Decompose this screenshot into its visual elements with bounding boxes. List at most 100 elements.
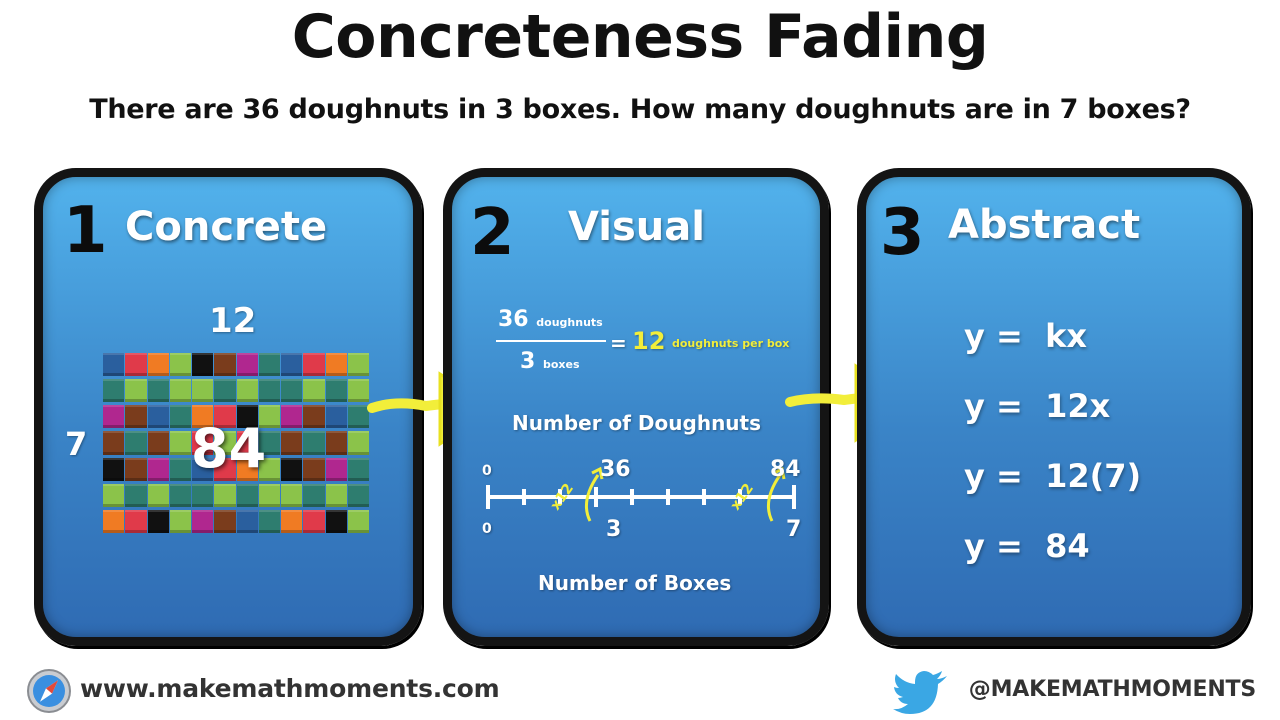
- cube-cell: [214, 483, 236, 507]
- cube-cell: [236, 457, 258, 481]
- cube-cell: [214, 509, 236, 533]
- panel-title: Concrete: [125, 204, 328, 250]
- top-value-36: 36: [600, 457, 631, 482]
- cube-cell: [103, 431, 125, 455]
- bird-icon: [893, 671, 947, 714]
- cube-cell: [258, 457, 280, 481]
- cube-cell: [347, 509, 369, 533]
- cube-cell: [325, 379, 347, 403]
- cube-cell: [325, 509, 347, 533]
- cube-cell: [103, 509, 125, 533]
- cube-cell: [147, 379, 169, 403]
- panel-number: 2: [470, 196, 515, 270]
- cube-cell: [125, 353, 147, 377]
- cube-cell: [214, 457, 236, 481]
- cube-cell: [258, 509, 280, 533]
- grid-total-label: 84: [191, 417, 267, 480]
- cube-cell: [192, 353, 214, 377]
- abstract-panel: 3 Abstract y = kx y = 12x y = 12(7) y = …: [857, 168, 1251, 646]
- cube-cell: [147, 457, 169, 481]
- cube-cell: [303, 457, 325, 481]
- cube-cell: [125, 379, 147, 403]
- cube-cell: [258, 353, 280, 377]
- doughnut-cube-grid: [103, 353, 369, 533]
- cube-cell: [192, 457, 214, 481]
- cube-cell: [281, 431, 303, 455]
- cube-cell: [347, 457, 369, 481]
- cube-cell: [103, 405, 125, 429]
- cube-cell: [192, 431, 214, 455]
- cube-cell: [281, 483, 303, 507]
- denominator-unit: boxes: [542, 358, 580, 371]
- cube-cell: [125, 509, 147, 533]
- cube-cell: [169, 353, 191, 377]
- cube-cell: [281, 457, 303, 481]
- cube-cell: [236, 405, 258, 429]
- top-axis-title: Number of Doughnuts: [512, 411, 762, 435]
- cube-cell: [125, 405, 147, 429]
- cube-cell: [147, 353, 169, 377]
- question-text: There are 36 doughnuts in 3 boxes. How m…: [89, 94, 1191, 125]
- equation-rate: y = 12x: [964, 387, 1111, 425]
- cube-cell: [192, 483, 214, 507]
- bottom-value-0: 0: [482, 521, 492, 537]
- visual-panel: 2 Visual 36 doughnuts 3 boxes = 12 dough…: [443, 168, 829, 646]
- cube-cell: [347, 431, 369, 455]
- website-link[interactable]: www.makemathmoments.com: [80, 674, 500, 703]
- cube-cell: [147, 431, 169, 455]
- panel-number: 1: [63, 194, 108, 268]
- cube-cell: [303, 431, 325, 455]
- unit-rate-value: 12: [632, 327, 666, 355]
- cube-cell: [147, 405, 169, 429]
- cube-cell: [169, 405, 191, 429]
- cube-cell: [236, 379, 258, 403]
- cube-cell: [214, 405, 236, 429]
- cube-cell: [236, 483, 258, 507]
- cube-cell: [147, 483, 169, 507]
- cube-cell: [192, 405, 214, 429]
- cube-cell: [125, 431, 147, 455]
- cube-cell: [281, 405, 303, 429]
- concrete-panel: 1 Concrete 12 7 84: [34, 168, 422, 646]
- cube-cell: [325, 405, 347, 429]
- cube-cell: [125, 457, 147, 481]
- cube-cell: [192, 379, 214, 403]
- fraction-bar: [496, 340, 606, 342]
- top-value-84: 84: [770, 457, 801, 482]
- cube-cell: [281, 509, 303, 533]
- panel-number: 3: [880, 196, 925, 270]
- cube-cell: [325, 457, 347, 481]
- fraction-numerator: 36 doughnuts: [498, 307, 603, 332]
- cube-cell: [347, 483, 369, 507]
- equation-substitution: y = 12(7): [964, 457, 1142, 495]
- cube-cell: [258, 483, 280, 507]
- unit-rate-label: doughnuts per box: [672, 337, 790, 350]
- numerator-unit: doughnuts: [536, 316, 603, 329]
- cube-cell: [236, 353, 258, 377]
- double-number-line: [486, 466, 796, 522]
- cube-cell: [147, 509, 169, 533]
- compass-icon: [27, 669, 71, 713]
- panel-title: Visual: [568, 204, 705, 250]
- cube-cell: [325, 431, 347, 455]
- cube-cell: [347, 405, 369, 429]
- cube-cell: [347, 379, 369, 403]
- equation-answer: y = 84: [964, 527, 1090, 565]
- cube-cell: [236, 431, 258, 455]
- cube-cell: [303, 509, 325, 533]
- grid-rows-label: 7: [65, 425, 88, 463]
- cube-cell: [214, 431, 236, 455]
- panel-title: Abstract: [948, 202, 1141, 248]
- bottom-value-3: 3: [606, 517, 622, 542]
- cube-cell: [303, 483, 325, 507]
- cube-cell: [325, 353, 347, 377]
- cube-cell: [214, 353, 236, 377]
- cube-cell: [103, 457, 125, 481]
- cube-cell: [125, 483, 147, 507]
- cube-cell: [258, 379, 280, 403]
- cube-cell: [281, 353, 303, 377]
- denominator-value: 3: [520, 349, 536, 374]
- top-value-0: 0: [482, 463, 492, 479]
- equation-general: y = kx: [964, 317, 1088, 355]
- social-handle[interactable]: @MAKEMATHMOMENTS: [968, 677, 1256, 702]
